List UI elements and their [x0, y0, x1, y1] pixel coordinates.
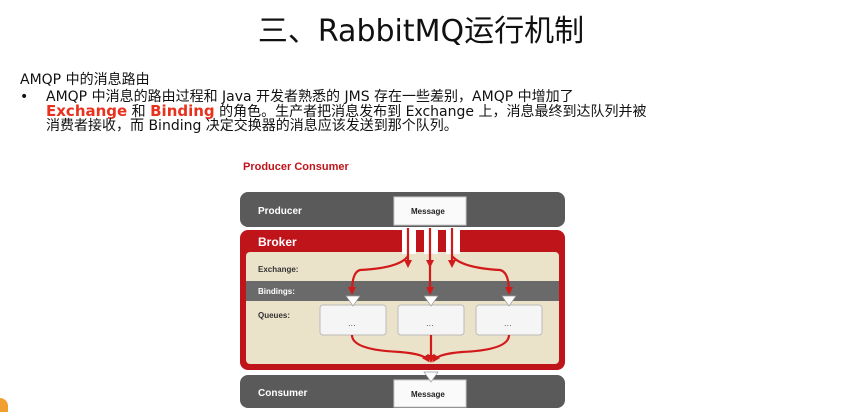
consumer-message-card — [393, 379, 467, 408]
exchange-highlight: Exchange — [46, 102, 128, 120]
routing-arrows — [348, 228, 513, 363]
consumer-message-label: Message — [411, 390, 445, 399]
bullet-line-2: Exchange 和 Binding 的角色。生产者把消息发布到 Exchang… — [46, 102, 826, 120]
arrow-exchange-right — [451, 255, 513, 295]
queue-item-3: ... — [504, 319, 512, 328]
producer-label: Producer — [258, 206, 302, 217]
producer-message-label: Message — [411, 207, 445, 216]
arrow-queue-left — [350, 334, 430, 363]
decorative-corner — [0, 398, 8, 412]
binding-highlight: Binding — [150, 102, 215, 120]
exchange-label: Exchange: — [258, 265, 298, 274]
bindings-label: Bindings: — [258, 287, 295, 296]
bullet-text: AMQP 中消息的路由过程和 Java 开发者熟悉的 JMS 存在一些差别，AM… — [46, 90, 826, 133]
bullet-line-3: 消费者接收，而 Binding 决定交换器的消息应该发送到那个队列。 — [46, 118, 458, 134]
bullet-line-2-rest: 的角色。生产者把消息发布到 Exchange 上，消息最终到达队列并被 — [214, 104, 647, 120]
diagram-title: Producer Consumer — [243, 161, 349, 173]
section-heading: AMQP 中的消息路由 — [20, 72, 150, 88]
bindings-bar — [246, 281, 559, 301]
queue-item-1: ... — [348, 319, 356, 328]
consumer-label: Consumer — [258, 388, 308, 399]
bullet-marker: • — [20, 89, 29, 105]
page-title: 三、RabbitMQ运行机制 — [257, 14, 585, 49]
bullet-line-1: AMQP 中消息的路由过程和 Java 开发者熟悉的 JMS 存在一些差别，AM… — [46, 89, 574, 105]
binding-triangle-3 — [501, 295, 517, 307]
arrow-exchange-left — [348, 255, 409, 295]
producer-message-card — [393, 196, 467, 226]
binding-triangle-2 — [423, 295, 439, 307]
binding-triangle-1 — [345, 295, 361, 307]
queue-item-2: ... — [426, 319, 434, 328]
queues-label: Queues: — [258, 311, 290, 320]
and-text: 和 — [127, 104, 151, 120]
consumer-triangle — [423, 371, 439, 383]
broker-label: Broker — [258, 235, 297, 249]
arrow-queue-right — [432, 334, 511, 363]
